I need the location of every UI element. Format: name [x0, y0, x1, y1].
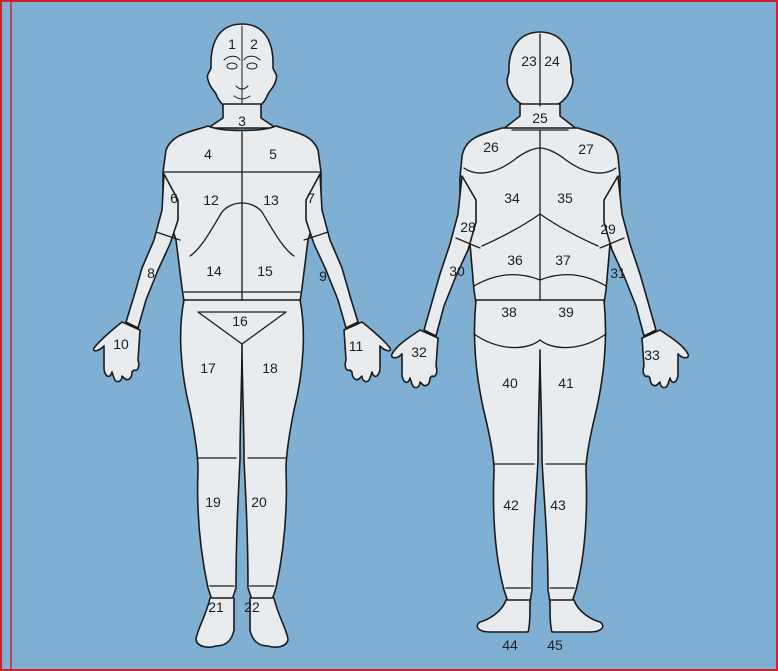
region-label-34: 34	[504, 190, 520, 206]
region-label-7: 7	[307, 190, 315, 206]
region-label-10: 10	[113, 336, 129, 352]
region-label-12: 12	[203, 192, 219, 208]
region-label-30: 30	[449, 263, 465, 279]
region-label-23: 23	[521, 53, 537, 69]
region-label-20: 20	[251, 494, 267, 510]
region-label-2: 2	[250, 36, 258, 52]
region-label-9: 9	[319, 268, 327, 284]
region-label-33: 33	[644, 347, 660, 363]
region-label-6: 6	[170, 190, 178, 206]
region-label-17: 17	[200, 360, 216, 376]
region-label-4: 4	[204, 146, 212, 162]
region-label-26: 26	[483, 139, 499, 155]
region-label-14: 14	[206, 263, 222, 279]
region-label-19: 19	[205, 494, 221, 510]
region-label-3: 3	[238, 113, 246, 129]
region-label-29: 29	[600, 221, 616, 237]
region-label-24: 24	[544, 53, 560, 69]
region-label-5: 5	[269, 146, 277, 162]
region-label-1: 1	[228, 36, 236, 52]
region-label-8: 8	[147, 265, 155, 281]
region-label-32: 32	[411, 344, 427, 360]
region-label-36: 36	[507, 252, 523, 268]
region-label-44: 44	[502, 637, 518, 653]
region-label-31: 31	[610, 265, 626, 281]
region-label-25: 25	[532, 110, 548, 126]
region-label-15: 15	[257, 263, 273, 279]
region-label-11: 11	[349, 338, 364, 354]
region-label-43: 43	[550, 497, 566, 513]
region-label-45: 45	[547, 637, 563, 653]
region-label-41: 41	[558, 375, 574, 391]
region-label-40: 40	[502, 375, 518, 391]
region-label-27: 27	[578, 141, 594, 157]
region-label-21: 21	[208, 599, 224, 615]
region-label-28: 28	[460, 219, 476, 235]
region-label-22: 22	[244, 599, 260, 615]
region-label-39: 39	[558, 304, 574, 320]
region-label-13: 13	[263, 192, 279, 208]
region-label-35: 35	[557, 190, 573, 206]
region-label-37: 37	[555, 252, 571, 268]
region-label-18: 18	[262, 360, 278, 376]
region-label-16: 16	[232, 313, 248, 329]
region-label-42: 42	[503, 497, 519, 513]
region-label-38: 38	[501, 304, 517, 320]
